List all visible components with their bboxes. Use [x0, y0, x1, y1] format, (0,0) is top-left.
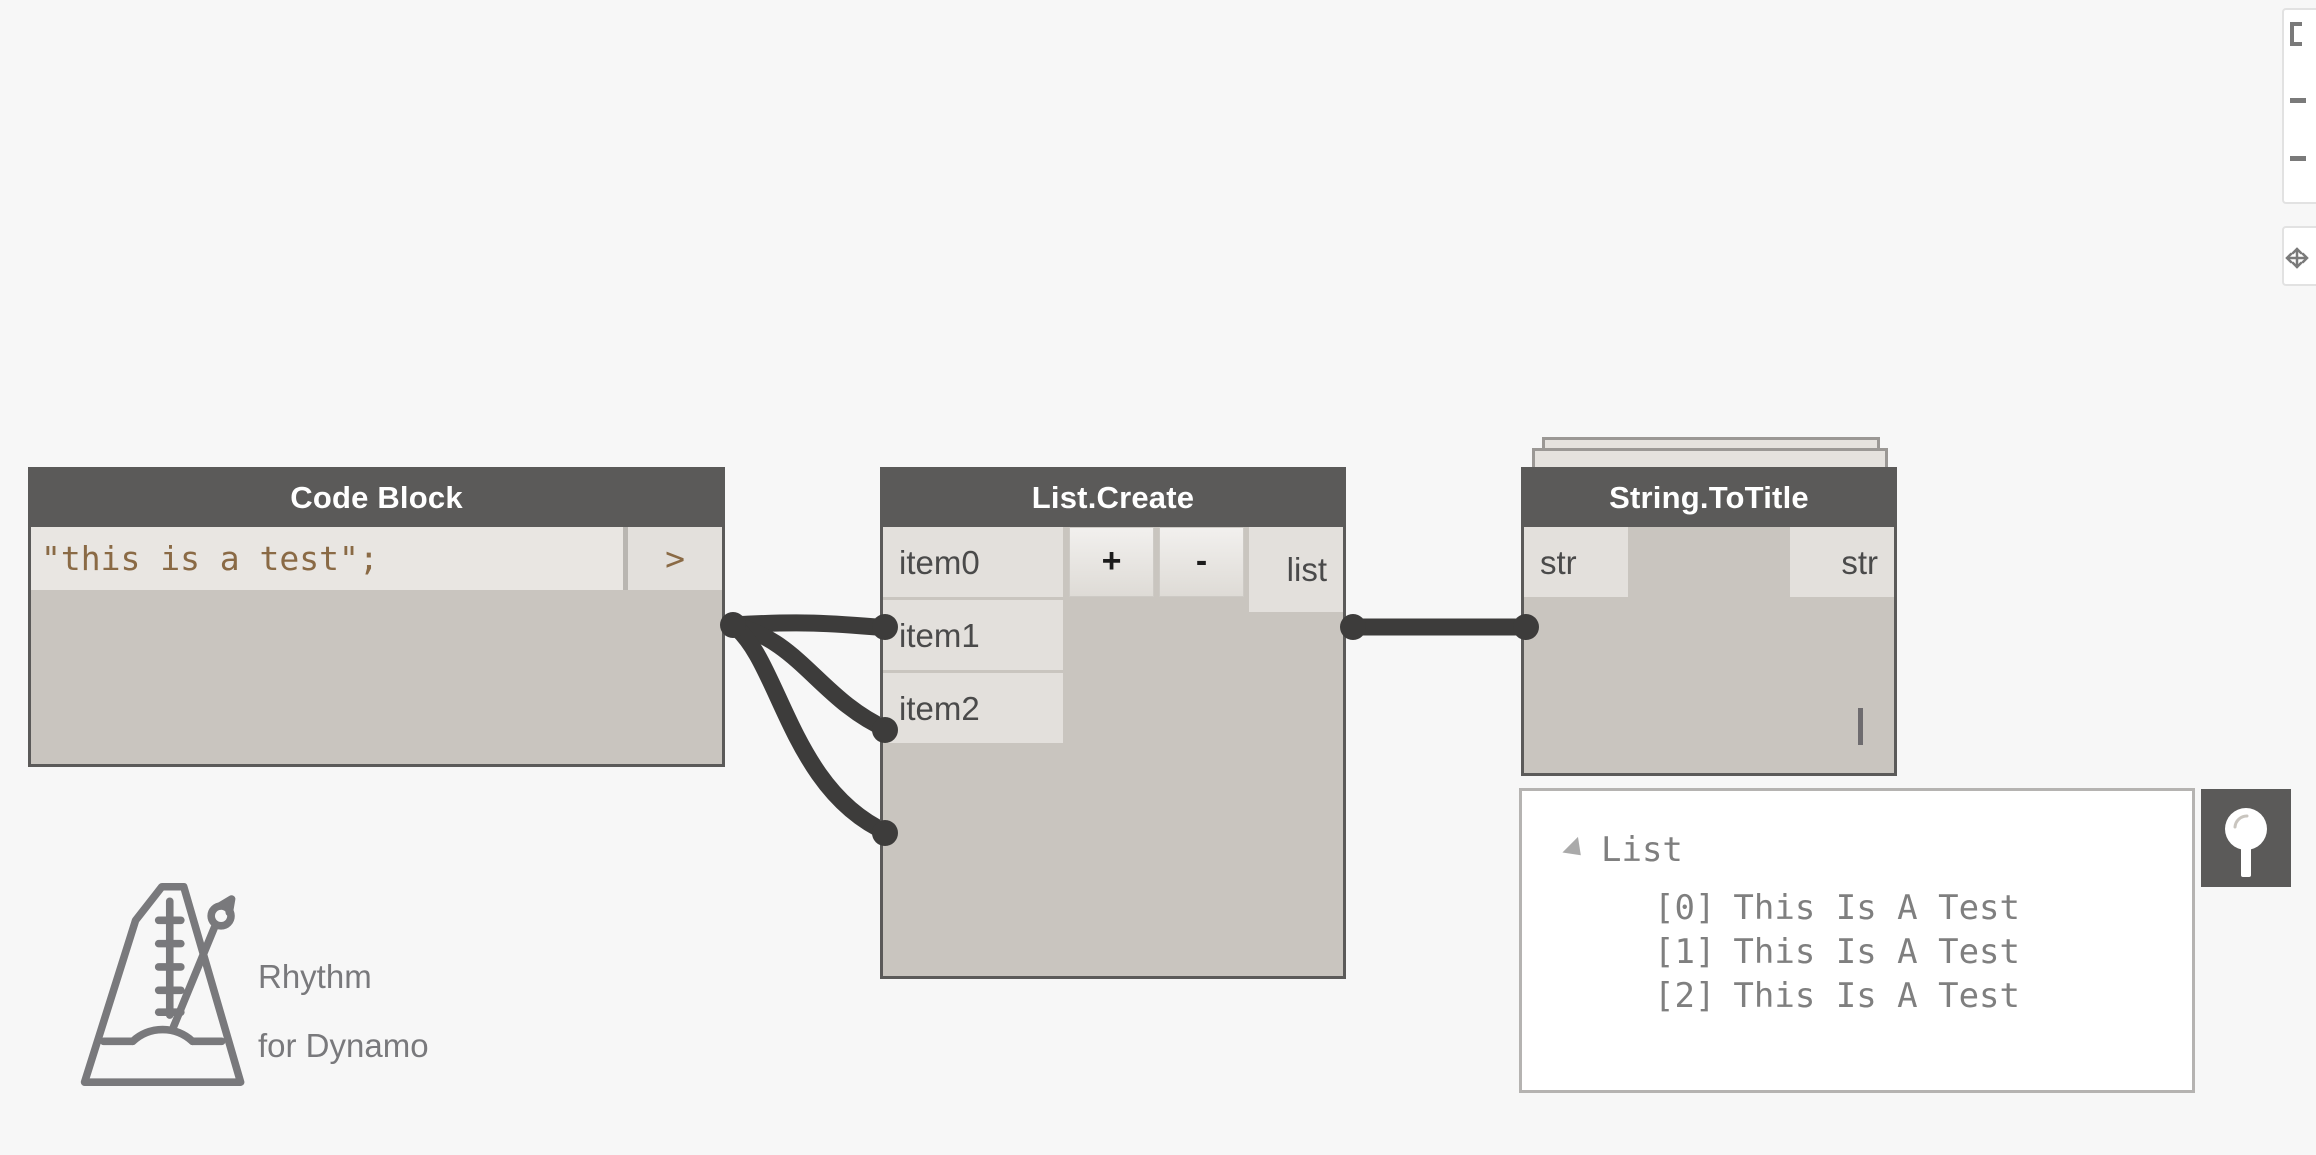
zoom-out-icon[interactable]	[2290, 156, 2306, 161]
port-dot-codeblock-out[interactable]	[720, 612, 746, 638]
preview-item-value: This Is A Test	[1733, 932, 2020, 972]
preview-root-label: List	[1601, 830, 1683, 870]
pin-icon	[2225, 808, 2267, 877]
port-separator	[883, 597, 1063, 600]
wire-codeblock-to-item2	[724, 616, 897, 842]
list-create-title: List.Create	[880, 467, 1346, 527]
watermark-line-2: for Dynamo	[258, 1026, 429, 1064]
port-dot-item0-in[interactable]	[872, 614, 898, 640]
watermark-line-1: Rhythm	[258, 957, 372, 995]
wire-codeblock-to-item0	[724, 614, 897, 637]
node-code-block[interactable]: Code Block "this is a test"; >	[28, 467, 725, 767]
pin-preview-button[interactable]	[2201, 789, 2291, 887]
port-separator	[883, 670, 1063, 673]
metronome-icon	[80, 882, 245, 1086]
node-list-create[interactable]: List.Create item0 item1 item2 + - list	[880, 467, 1346, 979]
triangle-collapse-icon[interactable]	[1562, 836, 1589, 864]
code-block-output-port[interactable]: >	[628, 527, 722, 590]
zoom-toolbar[interactable]	[2282, 8, 2316, 204]
preview-list-item: [2] This Is A Test	[1654, 979, 2020, 1013]
code-block-code-input[interactable]: "this is a test";	[31, 527, 623, 590]
port-dot-list-out[interactable]	[1340, 614, 1366, 640]
code-block-divider	[623, 527, 628, 590]
pan-toolbar[interactable]	[2282, 226, 2316, 286]
preview-item-index: [0]	[1654, 888, 1716, 928]
preview-item-index: [2]	[1654, 976, 1716, 1016]
preview-item-index: [1]	[1654, 932, 1716, 972]
remove-input-button[interactable]: -	[1159, 527, 1244, 597]
code-block-editor-row: "this is a test"; >	[31, 527, 722, 590]
fit-to-screen-icon[interactable]	[2290, 22, 2302, 26]
port-dot-str-in[interactable]	[1513, 614, 1539, 640]
port-str-out[interactable]: str	[1790, 527, 1894, 597]
node-string-totitle[interactable]: String.ToTitle str str	[1521, 467, 1897, 776]
preview-item-value: This Is A Test	[1733, 976, 2020, 1016]
string-totitle-title: String.ToTitle	[1521, 467, 1897, 527]
preview-list-item: [0] This Is A Test	[1654, 891, 2020, 925]
text-caret	[1858, 708, 1863, 745]
zoom-to-selection-icon[interactable]	[2290, 42, 2302, 46]
code-block-title: Code Block	[28, 467, 725, 527]
preview-item-value: This Is A Test	[1733, 888, 2020, 928]
zoom-to-selection-icon	[2290, 34, 2294, 46]
wire-codeblock-to-item1	[724, 616, 897, 739]
port-dot-item1-in[interactable]	[872, 717, 898, 743]
port-item0[interactable]: item0	[883, 527, 1063, 597]
watermark-text: Rhythm for Dynamo	[258, 925, 429, 1098]
preview-list-item: [1] This Is A Test	[1654, 935, 2020, 969]
port-str-in[interactable]: str	[1524, 527, 1628, 597]
port-list-out[interactable]: list	[1249, 527, 1343, 612]
zoom-in-icon[interactable]	[2290, 98, 2306, 103]
fit-to-screen-icon	[2290, 22, 2294, 34]
add-input-button[interactable]: +	[1069, 527, 1154, 597]
pan-icon[interactable]	[2284, 228, 2316, 284]
port-item1[interactable]: item1	[883, 600, 1063, 670]
preview-root-row[interactable]: List	[1562, 830, 1683, 870]
port-dot-item2-in[interactable]	[872, 820, 898, 846]
port-item2[interactable]: item2	[883, 673, 1063, 743]
node-output-preview[interactable]: List [0] This Is A Test [1] This Is A Te…	[1519, 788, 2195, 1093]
